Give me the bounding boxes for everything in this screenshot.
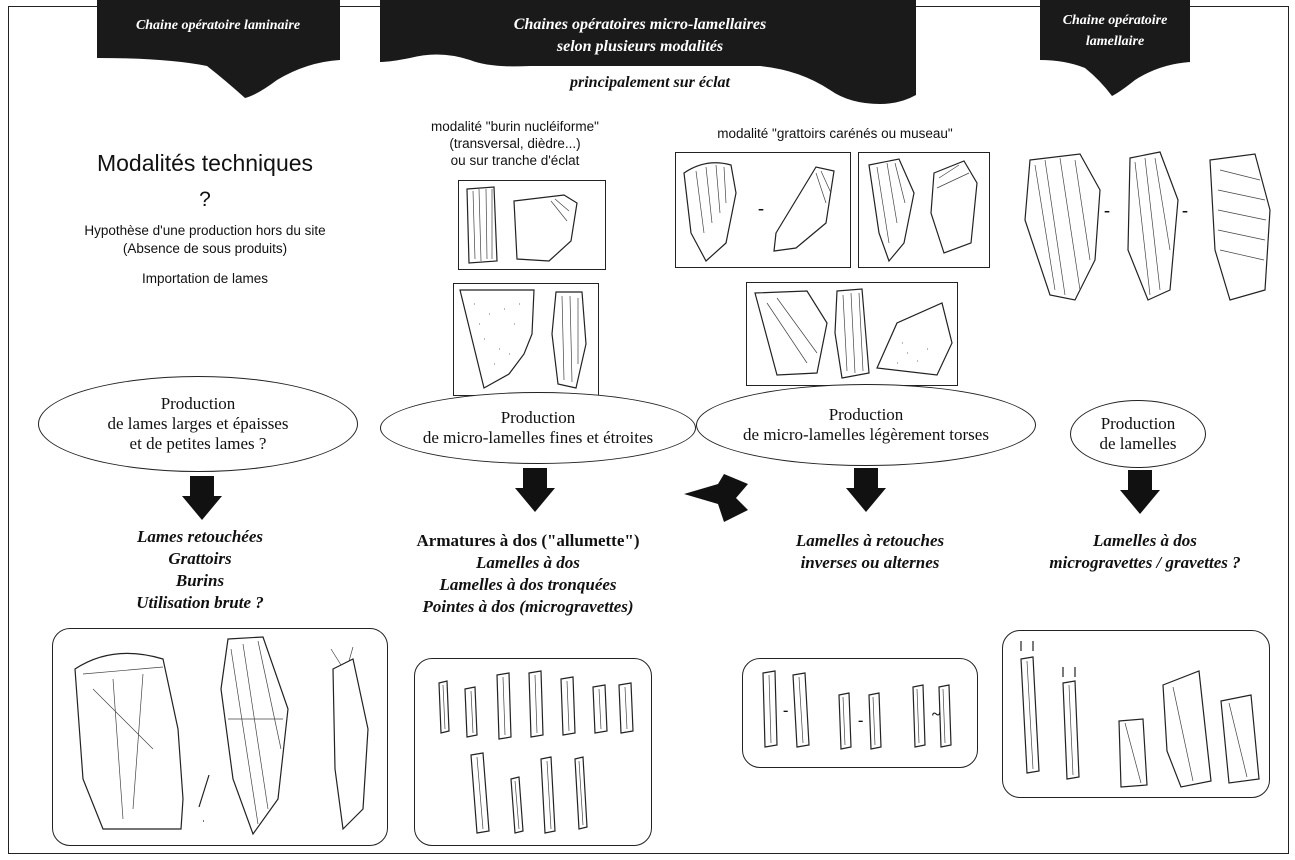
- core-separator-1: -: [1104, 200, 1110, 220]
- burin-flake-drawing: [459, 289, 587, 389]
- arrow-down-lamellaire: [1120, 470, 1160, 514]
- burin-flake-drawing-box: [453, 283, 599, 396]
- torses-separator-1: -: [783, 702, 789, 719]
- hypothesis-text: Hypothèse d'une production hors du site …: [20, 222, 390, 258]
- tool-fines-allumette: Armatures à dos ("allumette"): [416, 531, 640, 550]
- prod-lamelles-line1: Production: [1100, 414, 1176, 433]
- tool-torses-2: inverses ou alternes: [800, 553, 940, 572]
- grattoir-museau-drawing-box: [858, 152, 990, 268]
- modalite-burin-caption: modalité "burin nucléiforme" (transversa…: [395, 118, 635, 169]
- prod-fines-line1: Production: [500, 408, 576, 427]
- grattoir-separator: -: [758, 198, 764, 218]
- banner-center-line1: Chaines opératoires micro-lamellaires: [513, 16, 767, 33]
- arrow-down-laminaire: [182, 476, 222, 520]
- banner-center-line2: selon plusieurs modalités: [556, 38, 724, 55]
- tool-lamellaire-1: Lamelles à dos: [1093, 531, 1197, 550]
- arrow-left-torses-to-fines: [684, 474, 748, 522]
- tool-fines-3: Pointes à dos (microgravettes): [422, 597, 634, 616]
- prod-laminaire-line1: Production: [160, 394, 236, 413]
- grattoir-museau-drawing: [868, 158, 978, 263]
- banner-micro-lamellaires-title: Chaines opératoires micro-lamellaires se…: [440, 14, 840, 58]
- lamellar-core-drawing: [1024, 151, 1271, 301]
- burin-core-drawing-box: [458, 180, 606, 270]
- prod-lamelles-line2: de lamelles: [1099, 434, 1177, 453]
- banner-laminaire-label: Chaine opératoire laminaire: [135, 18, 301, 33]
- lamellaire-tools-drawing: [1020, 641, 1260, 788]
- torses-tools-drawing: [762, 670, 952, 750]
- production-lamelles-ellipse: Production de lamelles: [1070, 400, 1206, 468]
- modalite-burin-line2: (transversal, dièdre...): [449, 136, 581, 151]
- banner-lamellaire-title: Chaine opératoire lamellaire: [1040, 10, 1190, 52]
- banner-micro-lamellaires: [380, 0, 916, 104]
- torses-separator-3: ~: [932, 706, 941, 723]
- banner-center-subtitle: principalement sur éclat: [570, 74, 730, 91]
- burin-core-drawing: [466, 186, 578, 264]
- tool-laminaire-2: Grattoirs: [168, 549, 232, 568]
- prod-fines-line2: de micro-lamelles fines et étroites: [422, 428, 654, 447]
- import-text: Importation de lames: [141, 271, 269, 286]
- prod-laminaire-line3: et de petites lames ?: [129, 434, 267, 453]
- tool-laminaire-4: Utilisation brute ?: [136, 593, 264, 612]
- tool-torses-1: Lamelles à retouches: [795, 531, 945, 550]
- core-separator-2: -: [1182, 200, 1188, 220]
- tool-fines-1: Lamelles à dos: [476, 553, 580, 572]
- tool-lamellaire-2: microgravettes / gravettes ?: [1049, 553, 1241, 572]
- banner-lamellaire: [1040, 0, 1190, 96]
- modalites-techniques-title: Modalités techniques: [96, 150, 314, 176]
- prod-torses-line1: Production: [828, 405, 904, 424]
- tools-fines-list: Armatures à dos ("allumette") Lamelles à…: [370, 530, 686, 618]
- torses-separator-2: -: [858, 712, 864, 729]
- tools-laminaire-list: Lames retouchées Grattoirs Burins Utilis…: [100, 526, 300, 614]
- production-torses-ellipse: Production de micro-lamelles légèrement …: [696, 384, 1036, 466]
- fines-tools-drawing-panel: [414, 658, 652, 846]
- hypothesis-line1: Hypothèse d'une production hors du site: [84, 223, 326, 238]
- tools-torses-list: Lamelles à retouches inverses ou alterne…: [740, 530, 1000, 574]
- laminaire-tools-drawing-panel: [52, 628, 388, 846]
- hypothesis-line2: (Absence de sous produits): [122, 241, 288, 256]
- tool-laminaire-3: Burins: [175, 571, 225, 590]
- fines-tools-drawing: [438, 670, 634, 834]
- arrow-down-fines: [515, 468, 555, 512]
- grattoir-flake-drawing: [754, 288, 953, 379]
- question-mark: ?: [199, 188, 211, 211]
- tool-laminaire-1: Lames retouchées: [136, 527, 264, 546]
- banner-laminaire: [97, 0, 340, 98]
- grattoir-carene-drawing: [683, 162, 835, 262]
- banner-right-line2: lamellaire: [1085, 34, 1145, 49]
- production-fines-ellipse: Production de micro-lamelles fines et ét…: [380, 392, 696, 464]
- prod-torses-line2: de micro-lamelles légèrement torses: [743, 425, 989, 444]
- banner-right-line1: Chaine opératoire: [1062, 13, 1168, 28]
- grattoir-flake-drawing-box: [746, 282, 958, 386]
- modalite-burin-line3: ou sur tranche d'éclat: [450, 153, 580, 168]
- lamellaire-tools-drawing-panel: [1002, 630, 1270, 798]
- grattoir-carene-drawing-box: [675, 152, 851, 268]
- modalite-grattoir-caption: modalité "grattoirs carénés ou museau": [717, 126, 953, 141]
- tool-fines-2: Lamelles à dos tronquées: [439, 575, 617, 594]
- modalite-burin-line1: modalité "burin nucléiforme": [431, 119, 599, 134]
- tools-lamellaire-list: Lamelles à dos microgravettes / gravette…: [1010, 530, 1280, 574]
- arrow-down-torses: [846, 468, 886, 512]
- torses-tools-drawing-panel: [742, 658, 978, 768]
- production-laminaire-ellipse: Production de lames larges et épaisses e…: [38, 376, 358, 472]
- prod-laminaire-line2: de lames larges et épaisses: [107, 414, 289, 433]
- laminaire-tools-drawing: [74, 636, 369, 836]
